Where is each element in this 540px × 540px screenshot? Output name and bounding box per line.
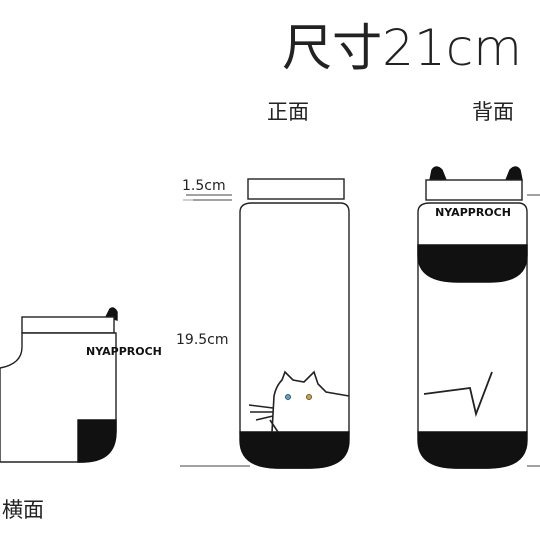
side-sock	[0, 307, 118, 463]
back-brand-text: NYAPPROCH	[435, 206, 511, 219]
front-body	[239, 202, 350, 469]
page-title: 尺寸21cm	[282, 19, 522, 77]
side-cuff	[21, 316, 115, 334]
front-view-label: 正面	[267, 100, 309, 124]
front-cuff	[247, 178, 345, 200]
cuff-dimension-label: 1.5cm	[182, 178, 226, 194]
body-dimension-label: 19.5cm	[176, 332, 229, 348]
dimension-lines	[180, 194, 250, 467]
cat-eye-right-icon	[306, 394, 312, 400]
back-view-label: 背面	[472, 100, 514, 124]
side-toe	[77, 419, 117, 463]
back-ear-right-icon	[504, 166, 523, 181]
cat-eye-left-icon	[285, 394, 291, 400]
back-heel	[417, 244, 528, 283]
back-cuff	[425, 179, 523, 201]
front-toe	[239, 431, 350, 469]
side-view-label: 横面	[2, 498, 44, 522]
back-ear-left-icon	[429, 166, 448, 181]
side-brand-text: NYAPPROCH	[86, 345, 162, 358]
back-toe	[417, 431, 528, 469]
back-tail-line	[423, 371, 493, 418]
back-body	[417, 202, 528, 469]
cat-face-illustration	[248, 370, 350, 433]
back-sock	[417, 166, 528, 469]
front-sock	[239, 178, 350, 469]
